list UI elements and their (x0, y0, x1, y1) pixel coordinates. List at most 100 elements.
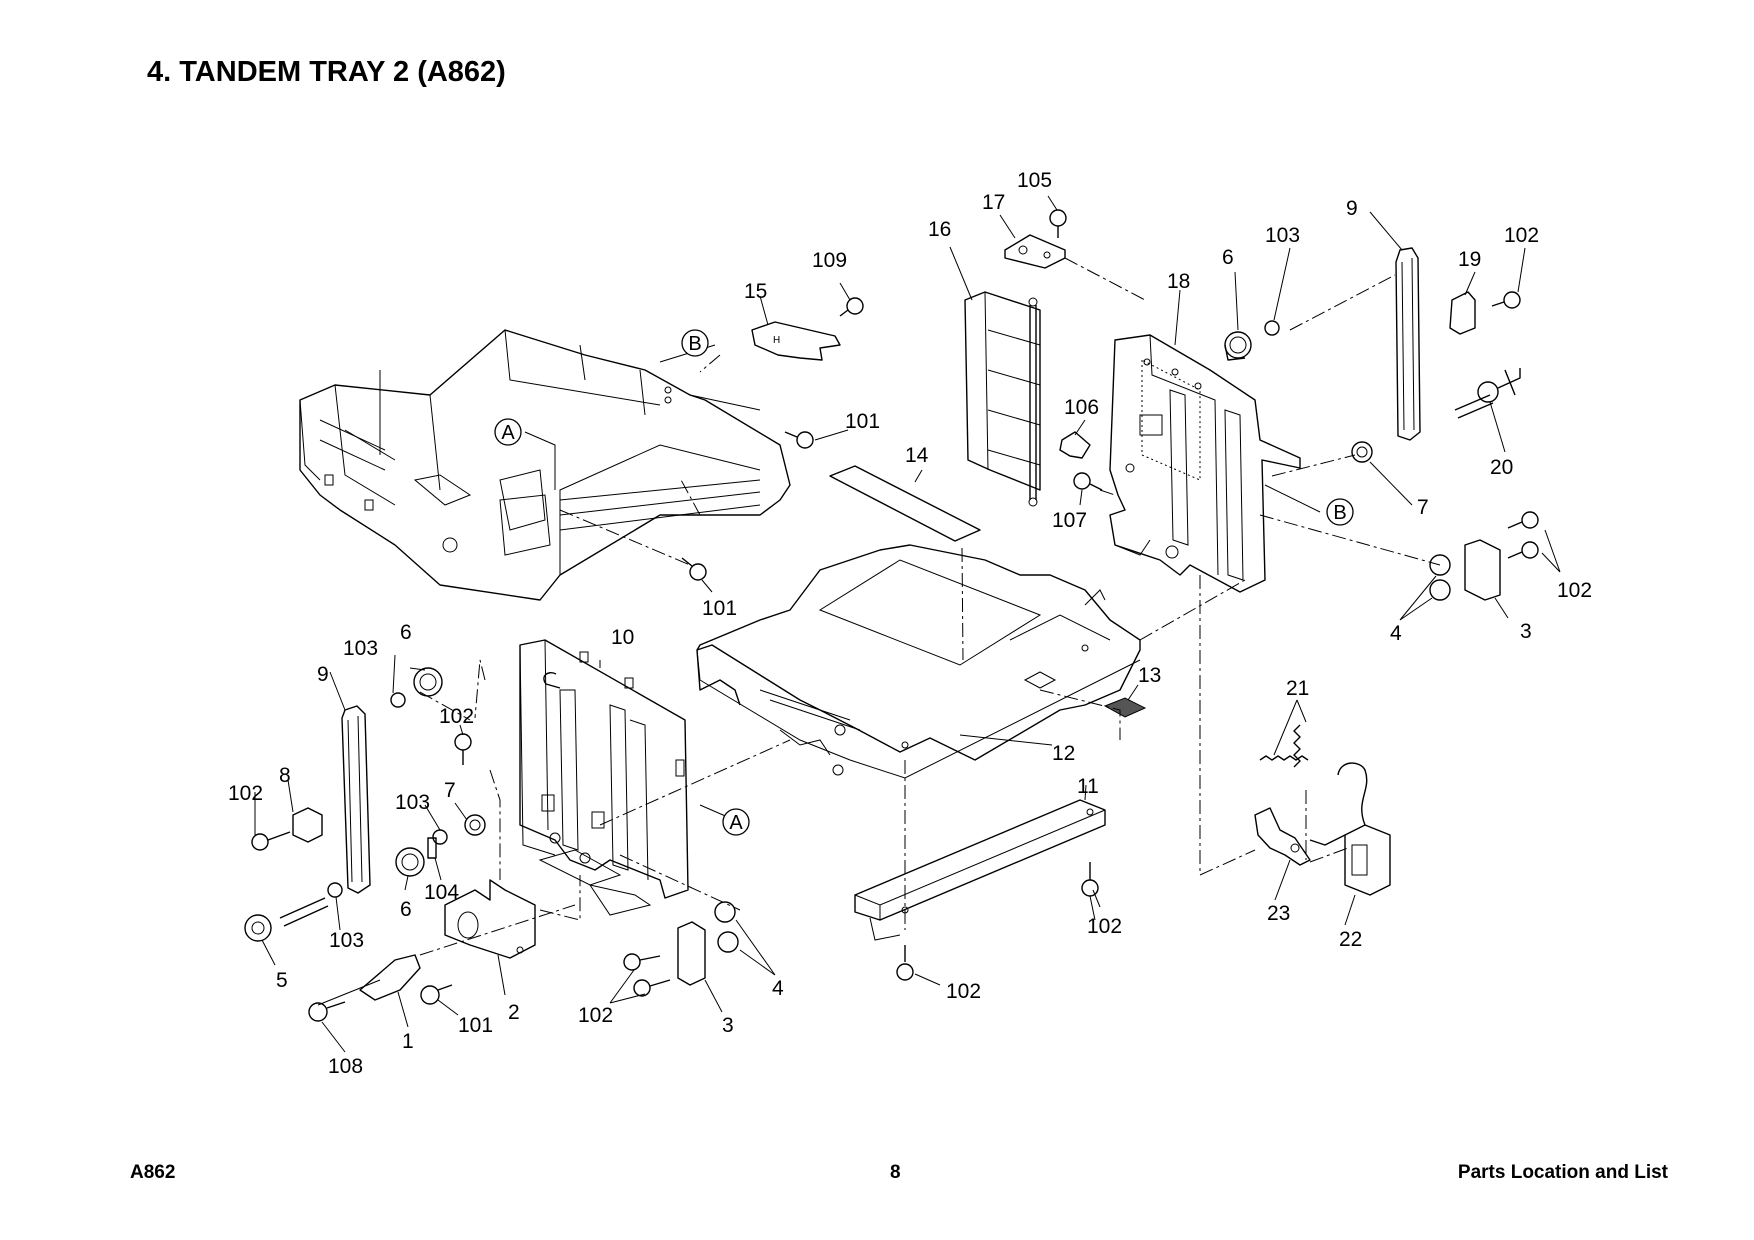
gear-part (1224, 331, 1252, 361)
callout-label: B (1333, 502, 1346, 524)
part-label: 101 (458, 1014, 493, 1037)
screw-part (623, 953, 671, 997)
callout-label: A (729, 812, 743, 834)
svg-text:H: H (773, 335, 780, 346)
reference-callout: A (494, 418, 522, 446)
part-label: 20 (1490, 456, 1513, 479)
leader-lines (254, 195, 1561, 1053)
part-label: 109 (812, 249, 847, 272)
part-label: 105 (1017, 169, 1052, 192)
part-label: 16 (928, 218, 951, 241)
part-label: 5 (276, 969, 288, 992)
roller-part (464, 814, 486, 836)
actuator-106-part (1059, 431, 1091, 459)
part-label: 12 (1052, 742, 1075, 765)
part-label: 4 (1390, 622, 1402, 645)
guide-16-part (964, 291, 1041, 507)
screw-part (896, 862, 1099, 981)
part-label: 103 (343, 637, 378, 660)
assembly-lines (419, 257, 1441, 956)
part-label: 102 (1087, 915, 1122, 938)
part-label: 9 (317, 663, 329, 686)
part-label: 13 (1138, 664, 1161, 687)
sheet-14-part (829, 465, 981, 542)
part-label: 102 (228, 782, 263, 805)
part-label: 107 (1052, 509, 1087, 532)
bracket-19-part (1449, 291, 1476, 335)
part-label: 7 (1417, 496, 1429, 519)
footer-page-number: 8 (890, 1162, 901, 1183)
roller-part (1429, 554, 1451, 601)
roller-part (714, 901, 739, 953)
part-label: 6 (400, 621, 412, 644)
plate-17-part (1004, 234, 1066, 269)
part-label: 17 (982, 191, 1005, 214)
part-label: 106 (1064, 396, 1099, 419)
part-label: 3 (1520, 620, 1532, 643)
part-label: 102 (578, 1004, 613, 1027)
callout-label: A (501, 422, 515, 444)
part-label: 6 (400, 898, 412, 921)
part-label: 6 (1222, 246, 1234, 269)
shaft-part (279, 897, 329, 927)
screw-part (1049, 209, 1067, 238)
part-label: 103 (329, 929, 364, 952)
bracket-3-part (677, 921, 706, 986)
pin-104-part (427, 837, 437, 859)
screw-part (1491, 291, 1521, 309)
part-label: 15 (744, 280, 767, 303)
tray-plate-12-part (696, 544, 1141, 779)
screw-part (839, 297, 864, 317)
footer-model: A862 (130, 1162, 176, 1183)
part-label: 10 (611, 626, 634, 649)
bracket-15-part: H (751, 321, 841, 361)
part-number-labels: 105 17 16 109 15 9 103 102 6 19 18 106 2… (228, 169, 1592, 1078)
part-label: 102 (439, 705, 474, 728)
reference-callout: B (1326, 498, 1354, 526)
clip-part (1264, 320, 1280, 336)
part-label: 8 (279, 764, 291, 787)
frame-18-part (1109, 334, 1301, 593)
lever-23-part (1254, 807, 1311, 866)
page-title: 4. TANDEM TRAY 2 (A862) (147, 56, 506, 88)
part-label: 102 (1504, 224, 1539, 247)
part-label: 7 (444, 779, 456, 802)
screw-part (251, 733, 472, 851)
shaft-20-part (1454, 368, 1521, 419)
part-label: 1 (402, 1030, 414, 1053)
roller-part (1351, 441, 1373, 463)
part-label: 104 (424, 881, 459, 904)
pad-13-part (1103, 697, 1147, 718)
part-label: 21 (1286, 677, 1309, 700)
tray-housing-part (299, 329, 791, 601)
part-label: 102 (1557, 579, 1592, 602)
bracket-8-part (292, 807, 323, 843)
part-label: 2 (508, 1001, 520, 1024)
part-label: 101 (702, 597, 737, 620)
footer-section: Parts Location and List (1457, 1162, 1668, 1183)
part-label: 23 (1267, 902, 1290, 925)
spring-part (1259, 724, 1309, 768)
callout-label: B (688, 333, 701, 355)
part-label: 14 (905, 444, 929, 467)
part-label: 108 (328, 1055, 363, 1078)
frame-10-part (519, 639, 689, 916)
part-label: 103 (1265, 224, 1300, 247)
reference-callout: A (722, 808, 750, 836)
part-label: 3 (722, 1014, 734, 1037)
plate-11-part (854, 799, 1106, 941)
part-label: 18 (1167, 270, 1190, 293)
screw-part (681, 431, 814, 581)
part-label: 4 (772, 977, 784, 1000)
solenoid-22-part (1309, 762, 1391, 896)
part-label: 11 (1077, 775, 1099, 798)
belt-9-part (1395, 247, 1421, 441)
belt-9-part (341, 705, 371, 894)
bracket-3-part (1464, 539, 1501, 601)
part-label: 103 (395, 791, 430, 814)
part-label: 19 (1458, 248, 1481, 271)
part-label: 9 (1346, 197, 1358, 220)
cam-1-part (359, 954, 421, 1001)
screw-part (1073, 472, 1103, 491)
